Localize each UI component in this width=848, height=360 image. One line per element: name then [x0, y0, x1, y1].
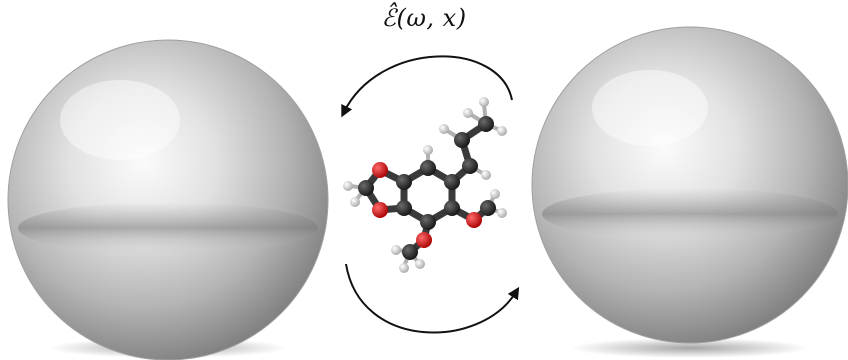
right-mirror-sphere-icon	[531, 26, 848, 358]
molecule-icon	[343, 97, 507, 273]
operator-formula: ℰ̂(ω, x)	[381, 4, 467, 32]
left-mirror-sphere-icon	[7, 39, 329, 360]
upper-curved-arrow-icon	[341, 55, 513, 118]
lower-curved-arrow-icon	[345, 263, 520, 334]
